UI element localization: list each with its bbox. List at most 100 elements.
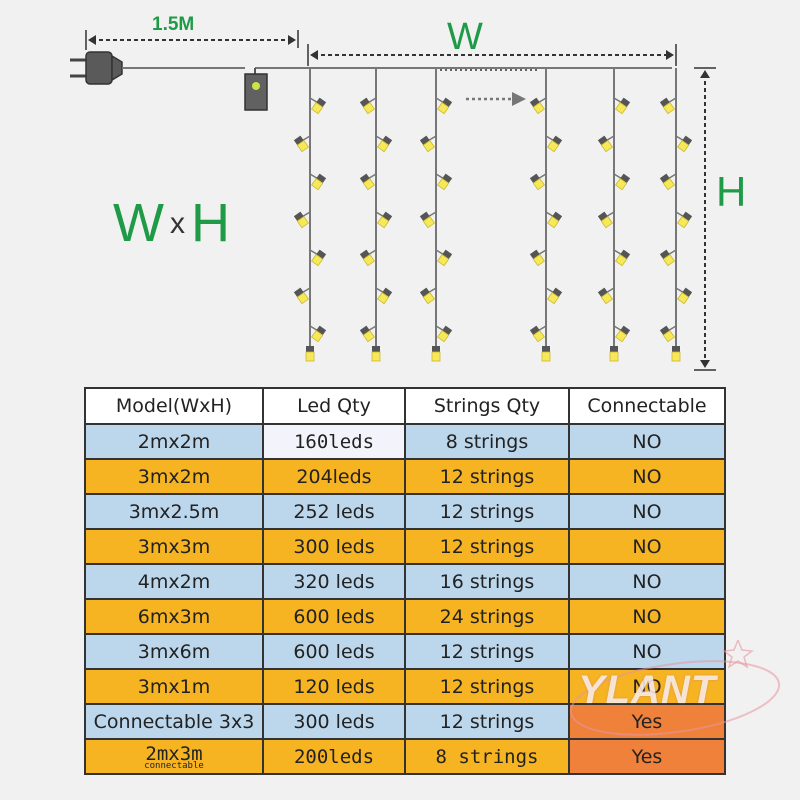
cell-connectable: NO <box>568 598 726 635</box>
led-bulb-icon <box>309 325 327 343</box>
led-bulb-icon <box>597 287 615 305</box>
cell-led-qty: 252 leds <box>262 493 406 530</box>
table-row: 3mx2.5m 252 leds 12 strings NO <box>84 493 726 530</box>
led-bulb-icon <box>419 135 437 153</box>
header-strings-qty: Strings Qty <box>404 387 570 425</box>
cell-connectable: Yes <box>568 703 726 740</box>
curtain-light-diagram <box>70 30 716 371</box>
height-label: H <box>716 168 747 215</box>
led-bulb-icon <box>431 346 441 362</box>
cell-model: 3mx2.5m <box>84 493 264 530</box>
table-row: 3mx2m 204leds 12 strings NO <box>84 458 726 495</box>
cell-model: 3mx1m <box>84 668 264 705</box>
led-bulb-icon <box>375 135 393 153</box>
led-bulb-icon <box>309 97 327 115</box>
led-bulb-icon <box>613 97 631 115</box>
cell-led-qty: 200leds <box>262 738 406 775</box>
height-dimension <box>694 67 716 371</box>
header-led-qty: Led Qty <box>262 387 406 425</box>
led-bulb-icon <box>359 173 377 191</box>
table-row: 2mx2m 160leds 8 strings NO <box>84 423 726 460</box>
cell-model-main: 2mx3m <box>145 743 203 765</box>
cell-connectable: NO <box>568 458 726 495</box>
header-connectable: Connectable <box>568 387 726 425</box>
cell-led-qty: 160leds <box>262 423 406 460</box>
led-bulb-icon <box>659 97 677 115</box>
led-bulb-icon <box>435 249 453 267</box>
formula-w: W <box>113 193 164 253</box>
led-bulb-icon <box>675 287 693 305</box>
led-bulb-icon <box>597 211 615 229</box>
table-row: 3mx3m 300 leds 12 strings NO <box>84 528 726 565</box>
led-bulb-icon <box>659 325 677 343</box>
plug-icon <box>70 51 123 85</box>
table-row: Connectable 3x3 300 leds 12 strings Yes <box>84 703 726 740</box>
led-bulb-icon <box>597 135 615 153</box>
cell-connectable: NO <box>568 563 726 600</box>
cell-led-qty: 320 leds <box>262 563 406 600</box>
cell-strings-qty: 12 strings <box>404 493 570 530</box>
table-row: 3mx1m 120 leds 12 strings NO <box>84 668 726 705</box>
cell-strings-qty: 12 strings <box>404 633 570 670</box>
led-bulb-icon <box>613 325 631 343</box>
led-bulb-icon <box>375 287 393 305</box>
led-bulb-icon <box>293 211 311 229</box>
led-bulb-icon <box>609 346 619 362</box>
led-bulb-icon <box>293 287 311 305</box>
cell-strings-qty: 12 strings <box>404 528 570 565</box>
led-bulb-icon <box>359 97 377 115</box>
controller-box-icon <box>244 68 268 111</box>
led-bulb-icon <box>309 173 327 191</box>
led-bulb-icon <box>545 211 563 229</box>
continuation-arrow-icon <box>466 92 526 106</box>
cell-model: 2mx2m <box>84 423 264 460</box>
cell-strings-qty: 24 strings <box>404 598 570 635</box>
led-bulb-icon <box>613 173 631 191</box>
led-strings <box>293 68 693 362</box>
led-bulb-icon <box>435 97 453 115</box>
cell-strings-qty: 8 strings <box>404 423 570 460</box>
led-bulb-icon <box>529 97 547 115</box>
cell-led-qty: 300 leds <box>262 528 406 565</box>
cell-connectable: NO <box>568 423 726 460</box>
header-model: Model(WxH) <box>84 387 264 425</box>
formula-x: x <box>169 207 185 240</box>
cable-length-dimension <box>85 30 299 50</box>
led-bulb-icon <box>529 325 547 343</box>
cell-model: Connectable 3x3 <box>84 703 264 740</box>
table-row: 3mx6m 600 leds 12 strings NO <box>84 633 726 670</box>
led-bulb-icon <box>541 346 551 362</box>
cell-connectable: Yes <box>568 738 726 775</box>
table-row: 4mx2m 320 leds 16 strings NO <box>84 563 726 600</box>
led-bulb-icon <box>371 346 381 362</box>
spec-table: Model(WxH) Led Qty Strings Qty Connectab… <box>84 387 726 775</box>
led-bulb-icon <box>435 173 453 191</box>
led-bulb-icon <box>671 346 681 362</box>
led-bulb-icon <box>529 249 547 267</box>
led-bulb-icon <box>435 325 453 343</box>
cell-model: 3mx3m <box>84 528 264 565</box>
led-bulb-icon <box>545 135 563 153</box>
table-row: 6mx3m 600 leds 24 strings NO <box>84 598 726 635</box>
table-header-row: Model(WxH) Led Qty Strings Qty Connectab… <box>84 387 726 425</box>
cell-model: 4mx2m <box>84 563 264 600</box>
width-label: W <box>447 16 483 58</box>
led-bulb-icon <box>545 287 563 305</box>
formula-h: H <box>190 193 230 253</box>
led-bulb-icon <box>309 249 327 267</box>
led-bulb-icon <box>375 211 393 229</box>
cell-strings-qty: 8 strings <box>404 738 570 775</box>
cell-led-qty: 600 leds <box>262 633 406 670</box>
led-bulb-icon <box>359 249 377 267</box>
led-bulb-icon <box>675 211 693 229</box>
cell-led-qty: 300 leds <box>262 703 406 740</box>
cell-connectable: NO <box>568 493 726 530</box>
width-dimension <box>307 44 677 71</box>
cell-model-sub: connectable <box>144 761 204 771</box>
led-bulb-icon <box>529 173 547 191</box>
led-bulb-icon <box>359 325 377 343</box>
cell-led-qty: 600 leds <box>262 598 406 635</box>
cell-model: 3mx2m <box>84 458 264 495</box>
